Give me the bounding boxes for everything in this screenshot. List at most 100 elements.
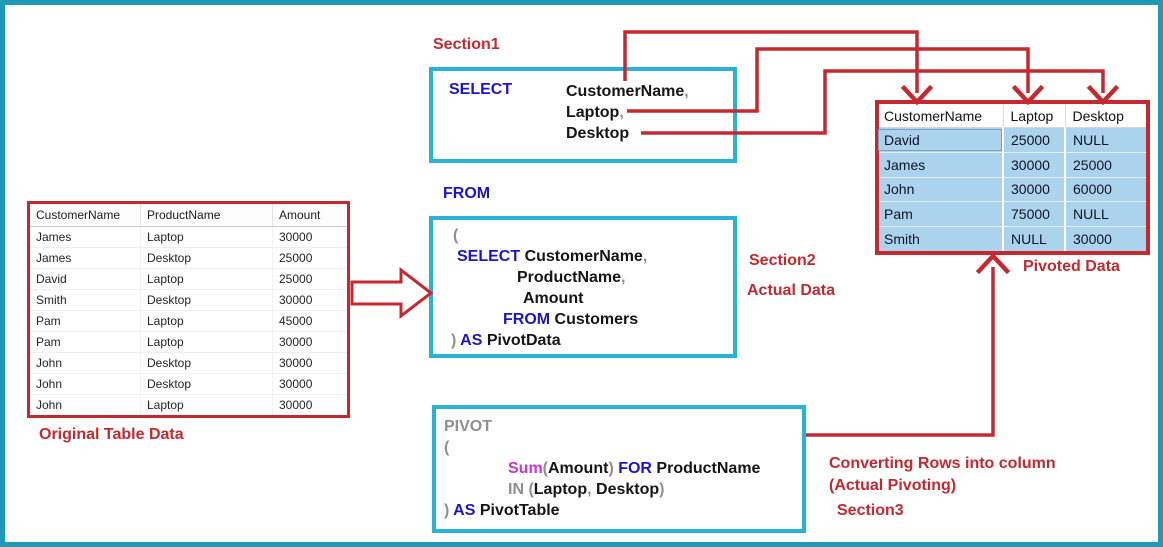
sql-token: CustomerName — [566, 83, 685, 100]
sql-token: , — [684, 83, 689, 100]
sql-token: ( — [524, 481, 534, 498]
sql-token: ) — [444, 502, 450, 519]
sql-token: , — [642, 248, 648, 265]
table-cell: 30000 — [272, 394, 349, 417]
table-cell: 60000 — [1065, 177, 1148, 203]
sql-line: ProductName, — [433, 267, 733, 288]
table-cell: James — [877, 152, 1004, 178]
table-cell: Smith — [877, 226, 1004, 254]
sql-token: AS — [449, 502, 476, 519]
actual-data-label: Actual Data — [747, 282, 836, 299]
sql-token: IN — [508, 481, 524, 498]
sql-token: Desktop — [566, 125, 630, 142]
table-cell: NULL — [1003, 226, 1066, 254]
sql-token: SELECT — [457, 248, 521, 265]
table-cell: 30000 — [272, 289, 349, 311]
table-cell: 30000 — [272, 226, 349, 248]
table-cell: 30000 — [1003, 152, 1066, 178]
select-clause-box: SELECT CustomerName,Laptop,Desktop — [429, 67, 737, 163]
converting-rows-label: Converting Rows into column (Actual Pivo… — [829, 453, 1056, 497]
sql-line: CustomerName, — [566, 81, 689, 102]
table-cell: Laptop — [140, 394, 273, 417]
table-cell: 75000 — [1003, 201, 1066, 228]
sql-line: Amount — [433, 288, 733, 309]
table-cell: Laptop — [140, 226, 273, 248]
table-cell: Desktop — [140, 289, 273, 311]
sql-token: ProductName — [651, 460, 761, 477]
table-cell: Desktop — [140, 247, 273, 269]
sql-line: Laptop, — [566, 102, 689, 123]
sql-token: PivotData — [482, 332, 561, 349]
table-cell: Laptop — [140, 331, 273, 353]
block-arrow-original-to-from — [350, 266, 434, 320]
sql-token: ) — [659, 481, 665, 498]
sql-line: Desktop — [566, 123, 689, 144]
table-cell: Laptop — [140, 310, 273, 332]
sql-token: Amount — [548, 460, 609, 477]
converting-rows-line1: Converting Rows into column — [829, 455, 1056, 472]
select-keyword: SELECT — [449, 81, 513, 98]
sql-token: ) — [608, 460, 614, 477]
sql-line: SELECT CustomerName, — [433, 246, 733, 267]
sql-token: ProductName — [517, 269, 622, 286]
sql-token: Laptop — [566, 104, 620, 121]
sql-token: FROM — [503, 311, 551, 328]
table-cell: Pam — [877, 201, 1004, 228]
sql-line: ) AS PivotData — [433, 330, 733, 351]
table-cell: Pam — [28, 331, 141, 353]
sql-line: IN (Laptop, Desktop) — [436, 479, 802, 500]
table-cell: John — [28, 394, 141, 417]
sql-token: PivotTable — [475, 502, 560, 519]
pivoted-data-label: Pivoted Data — [1023, 258, 1120, 275]
sql-token: PIVOT — [444, 418, 493, 435]
table-cell: 30000 — [1065, 226, 1148, 254]
sql-line: ( — [433, 225, 733, 246]
sql-token: Laptop — [533, 481, 588, 498]
table-cell: Pam — [28, 310, 141, 332]
sql-token: Customers — [550, 311, 639, 328]
sql-line: ( — [436, 437, 802, 458]
section3-label: Section3 — [837, 502, 904, 519]
select-column-list: CustomerName,Laptop,Desktop — [566, 81, 689, 144]
table-cell: 25000 — [1065, 152, 1148, 178]
sql-line: Sum(Amount) FOR ProductName — [436, 458, 802, 479]
table-cell: 30000 — [1003, 177, 1066, 203]
table-cell: 30000 — [272, 331, 349, 353]
table-cell: 45000 — [272, 310, 349, 332]
table-cell: NULL — [1065, 127, 1148, 153]
column-header: CustomerName — [877, 102, 1004, 128]
sql-line: PIVOT — [436, 416, 802, 437]
table-cell: Desktop — [140, 373, 273, 395]
sql-token: CustomerName — [520, 248, 643, 265]
sql-token: Desktop — [591, 481, 660, 498]
table-cell: Desktop — [140, 352, 273, 374]
original-table-label: Original Table Data — [39, 426, 184, 443]
column-header: Amount — [272, 202, 349, 227]
table-cell: 25000 — [272, 268, 349, 290]
sql-token: ( — [453, 227, 459, 244]
column-header: Desktop — [1065, 102, 1148, 128]
arrowhead-up-pivoted-table — [975, 252, 1011, 275]
table-cell: Laptop — [140, 268, 273, 290]
sql-token: , — [621, 269, 626, 286]
table-cell: 25000 — [1003, 127, 1066, 153]
table-cell: James — [28, 226, 141, 248]
table-cell: 25000 — [272, 247, 349, 269]
table-cell: James — [28, 247, 141, 269]
